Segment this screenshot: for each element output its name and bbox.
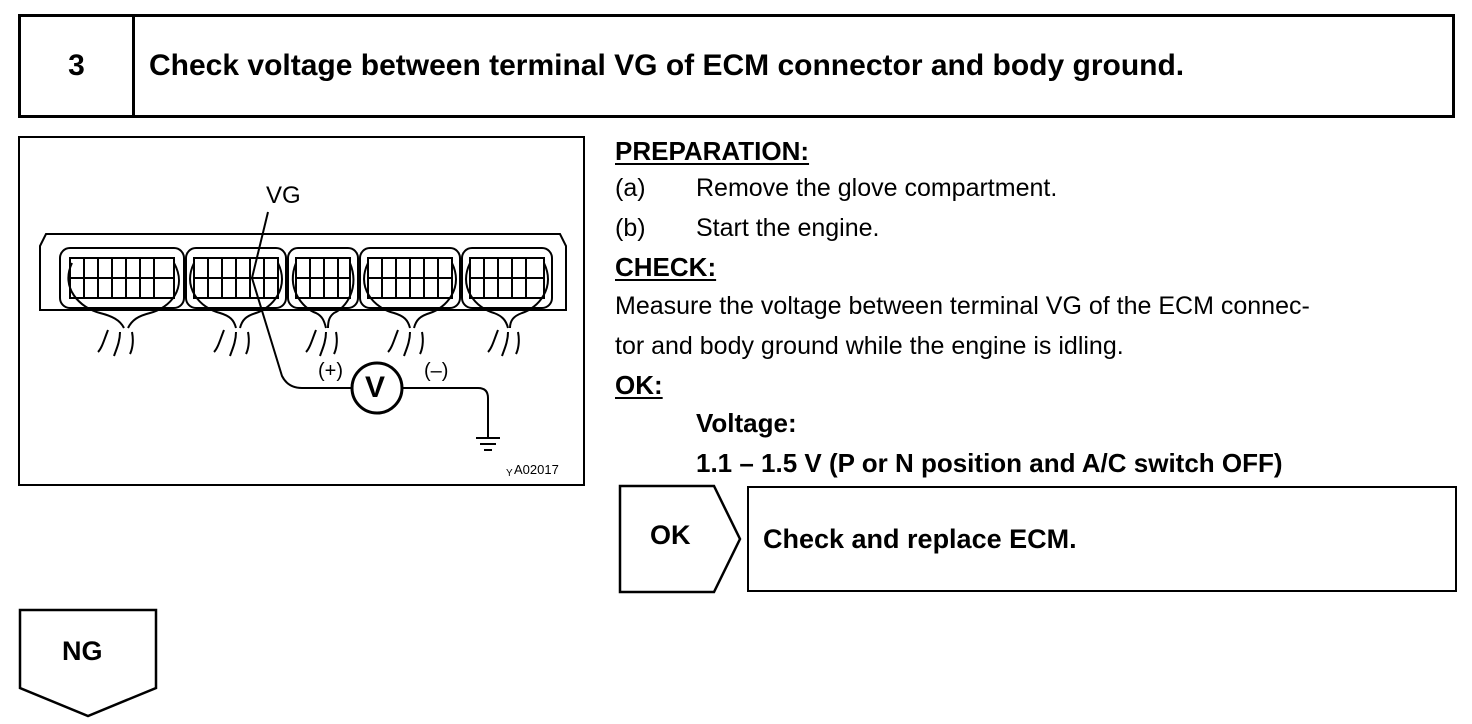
connector-2 — [185, 247, 287, 357]
step-title: Check voltage between terminal VG of ECM… — [149, 49, 1185, 82]
step-header: 3 Check voltage between terminal VG of E… — [18, 14, 1455, 118]
connector-1 — [59, 247, 185, 357]
check-line-2: tor and body ground while the engine is … — [615, 332, 1124, 360]
voltage-label: Voltage: — [696, 408, 797, 438]
negative-label: (–) — [424, 360, 449, 382]
ok-heading: OK: — [615, 370, 663, 400]
prep-item-b-text: Start the engine. — [696, 214, 880, 242]
voltmeter-label: V — [365, 371, 386, 404]
ground-symbol — [476, 437, 500, 451]
prep-item-a-text: Remove the glove compartment. — [696, 174, 1058, 202]
wiring-figure: VG (+) (–) V Y A02017 — [18, 136, 585, 486]
figure-code: A02017 — [514, 462, 559, 477]
check-line-1: Measure the voltage between terminal VG … — [615, 292, 1310, 320]
connector-3 — [287, 247, 359, 357]
ok-arrow-box — [618, 484, 742, 594]
preparation-heading: PREPARATION: — [615, 136, 810, 166]
positive-probe-wire — [251, 277, 352, 389]
prep-item-b-label: (b) — [615, 214, 646, 242]
voltage-spec: 1.1 – 1.5 V (P or N position and A/C swi… — [696, 448, 1283, 478]
connector-5 — [461, 247, 553, 357]
ok-result-label: OK — [650, 520, 691, 550]
step-number: 3 — [21, 17, 135, 115]
ng-result-label: NG — [62, 636, 103, 666]
ok-action-box: Check and replace ECM. — [747, 486, 1457, 592]
vg-leader-line — [251, 211, 269, 279]
connector-4 — [359, 247, 461, 357]
vg-terminal-label: VG — [266, 182, 301, 209]
figure-code-prefix: Y — [506, 468, 513, 479]
ecm-connector-diagram — [39, 211, 567, 451]
check-heading: CHECK: — [615, 252, 717, 282]
negative-probe-wire — [402, 387, 489, 438]
ok-action-text: Check and replace ECM. — [763, 523, 1077, 554]
prep-item-a-label: (a) — [615, 174, 646, 202]
positive-label: (+) — [318, 360, 343, 382]
ng-arrow-box — [18, 608, 158, 718]
